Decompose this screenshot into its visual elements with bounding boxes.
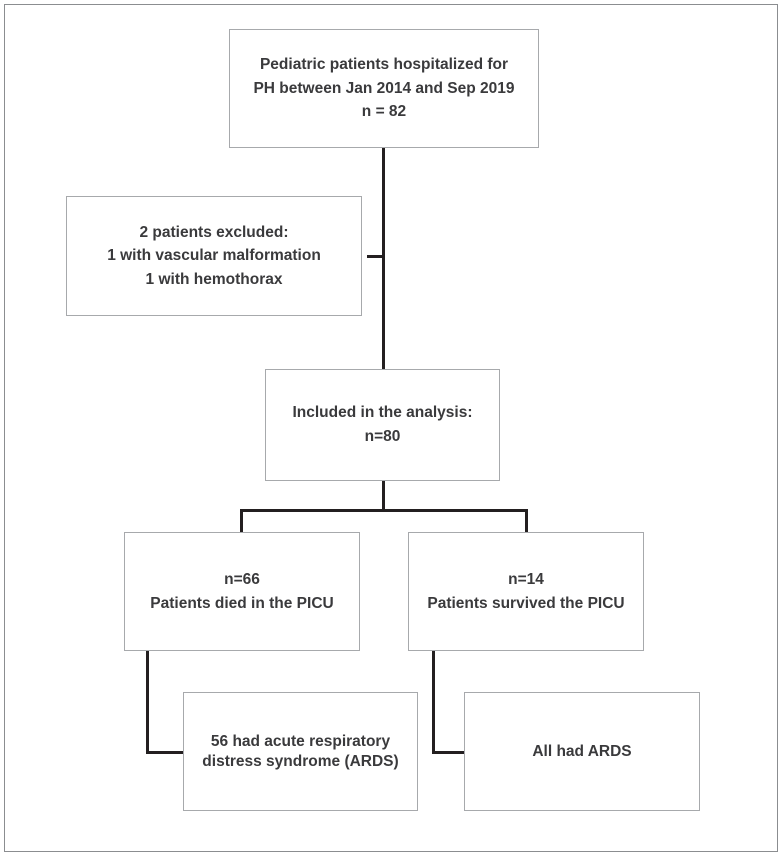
node-ards-among-survived-label: All had ARDS <box>532 742 632 760</box>
connector-split-to-died <box>240 509 243 533</box>
connector-died-to-ards-down <box>146 650 149 754</box>
node-ards-among-survived: All had ARDS <box>464 692 700 811</box>
connector-trunk-to-excluded <box>367 255 385 258</box>
connector-included-stem <box>382 481 385 512</box>
node-excluded-patients-label: 2 patients excluded: 1 with vascular mal… <box>107 223 321 288</box>
connector-died-to-ards-right <box>146 751 185 754</box>
node-ards-among-died-label: 56 had acute respiratory distress syndro… <box>202 732 399 770</box>
node-ards-among-died: 56 had acute respiratory distress syndro… <box>183 692 418 811</box>
node-enrolled-patients-label: Pediatric patients hospitalized for PH b… <box>253 56 515 121</box>
connector-enrolled-to-included <box>382 147 385 369</box>
connector-survived-to-ards-down <box>432 650 435 754</box>
node-included-in-analysis-label: Included in the analysis: n=80 <box>292 404 473 445</box>
connector-split-to-survived <box>525 509 528 533</box>
node-died-in-picu-label: n=66 Patients died in the PICU <box>150 570 334 612</box>
node-excluded-patients: 2 patients excluded: 1 with vascular mal… <box>66 196 362 316</box>
node-survived-picu-label: n=14 Patients survived the PICU <box>427 570 625 612</box>
node-died-in-picu: n=66 Patients died in the PICU <box>124 532 360 651</box>
connector-split-bar <box>240 509 528 512</box>
node-survived-picu: n=14 Patients survived the PICU <box>408 532 644 651</box>
connector-survived-to-ards-right <box>432 751 466 754</box>
node-enrolled-patients: Pediatric patients hospitalized for PH b… <box>229 29 539 148</box>
node-included-in-analysis: Included in the analysis: n=80 <box>265 369 500 481</box>
